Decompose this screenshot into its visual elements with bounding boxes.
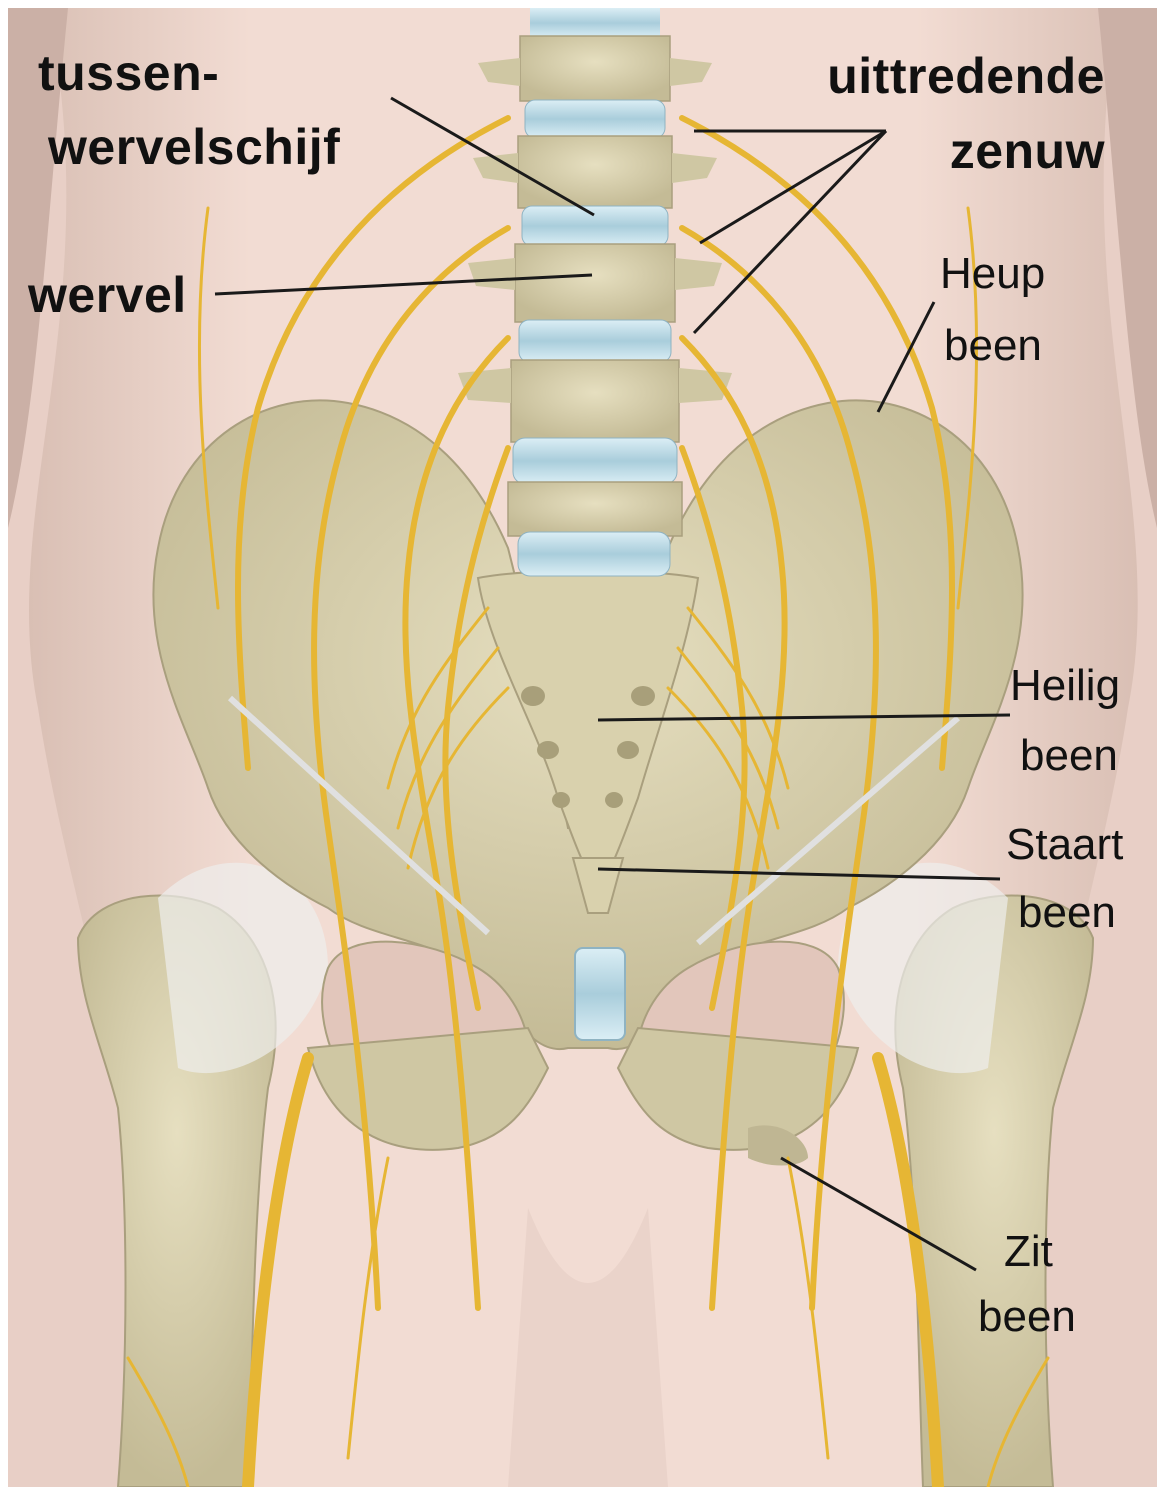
label-ischium-line2: been	[978, 1295, 1076, 1339]
label-ilium-line2: been	[944, 324, 1042, 368]
illustration-frame: tussen- wervelschijf wervel uittredende …	[8, 8, 1157, 1487]
label-sacrum-line1: Heilig	[1010, 664, 1120, 708]
label-nerve-line1: uittredende	[827, 51, 1105, 101]
label-sacrum-line2: been	[1020, 734, 1118, 778]
label-disc-line2: wervelschijf	[48, 122, 340, 172]
pelvis-spine-nerves-illustration	[8, 8, 1157, 1487]
label-vertebra: wervel	[28, 270, 187, 320]
label-ilium-line1: Heup	[940, 252, 1045, 296]
label-ischium-line1: Zit	[1004, 1230, 1053, 1274]
pubic-symphysis	[575, 948, 625, 1040]
label-coccyx-line1: Staart	[1006, 823, 1123, 867]
label-coccyx-line2: been	[1018, 891, 1116, 935]
label-disc-line1: tussen-	[38, 48, 219, 98]
label-nerve-line2: zenuw	[950, 126, 1105, 176]
